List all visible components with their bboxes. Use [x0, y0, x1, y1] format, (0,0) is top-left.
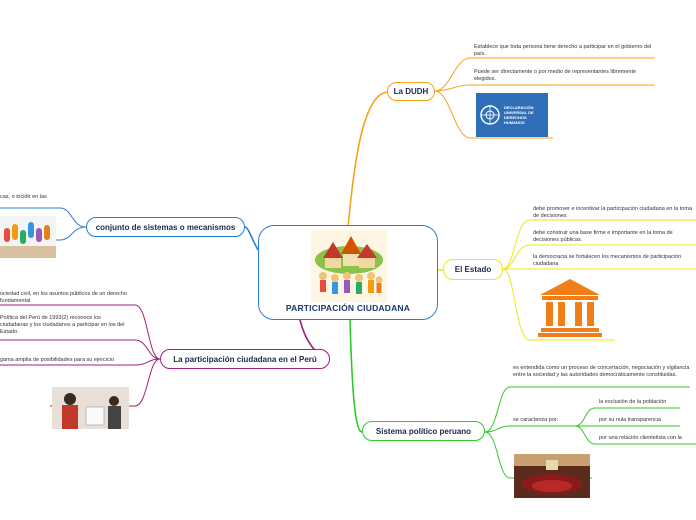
conjunto-leaf-1: cas, o incidir en las	[0, 194, 47, 200]
sistema-leaf-1: es entendida como un proceso de concerta…	[513, 365, 690, 378]
congress-photo	[514, 454, 590, 498]
peru-leaf-2: Política del Perú de 1993(2) reconoce lo…	[0, 315, 125, 335]
sistema-leaf-2: se caracteriza por:	[513, 417, 559, 423]
voting-photo	[52, 387, 129, 429]
branch-conjunto-label: conjunto de sistemas o mecanismos	[95, 222, 236, 232]
estado-leaf-2: debe construir una base firme e importan…	[533, 230, 673, 243]
branch-dudh[interactable]: La DUDH	[387, 82, 435, 101]
branch-estado[interactable]: El Estado	[443, 259, 503, 280]
un-logo: DECLARACIÓN UNIVERSAL DE DERECHOS HUMANO…	[476, 93, 548, 137]
people-community-illustration	[311, 230, 387, 302]
raised-hands-image	[0, 216, 56, 258]
sistema-sub-2: por su nula transparencia	[599, 417, 662, 423]
peru-leaf-3: gama amplia de posibilidades para su eje…	[0, 357, 115, 363]
dudh-leaf-2: Puede ser directamente o por medio de re…	[474, 69, 637, 82]
branch-conjunto[interactable]: conjunto de sistemas o mecanismos	[86, 217, 245, 237]
branch-sistema-label: Sistema político peruano	[375, 426, 472, 436]
un-logo-caption: DECLARACIÓN UNIVERSAL DE DERECHOS HUMANO…	[504, 105, 534, 125]
branch-peru-label: La participación ciudadana en el Perú	[173, 354, 317, 364]
central-title: PARTICIPACIÓN CIUDADANA	[285, 303, 411, 313]
sistema-sub-3: por una relación clientelista con la	[599, 435, 682, 441]
sistema-sub-1: la exclusión de la población	[599, 399, 667, 405]
central-topic[interactable]: PARTICIPACIÓN CIUDADANA	[258, 225, 438, 320]
estado-leaf-1: debe promover e incentivar la participac…	[533, 206, 692, 219]
estado-leaf-3: la democracia se fortalecen los mecanism…	[533, 254, 682, 267]
branch-peru[interactable]: La participación ciudadana en el Perú	[160, 349, 330, 369]
branch-estado-label: El Estado	[454, 265, 492, 274]
branch-sistema[interactable]: Sistema político peruano	[362, 421, 485, 441]
government-building-icon	[538, 279, 602, 337]
dudh-leaf-1: Establece que toda persona tiene derecho…	[474, 44, 652, 57]
peru-leaf-1: ociedad civil, en los asuntos públicos d…	[0, 291, 127, 304]
branch-dudh-label: La DUDH	[393, 87, 429, 96]
